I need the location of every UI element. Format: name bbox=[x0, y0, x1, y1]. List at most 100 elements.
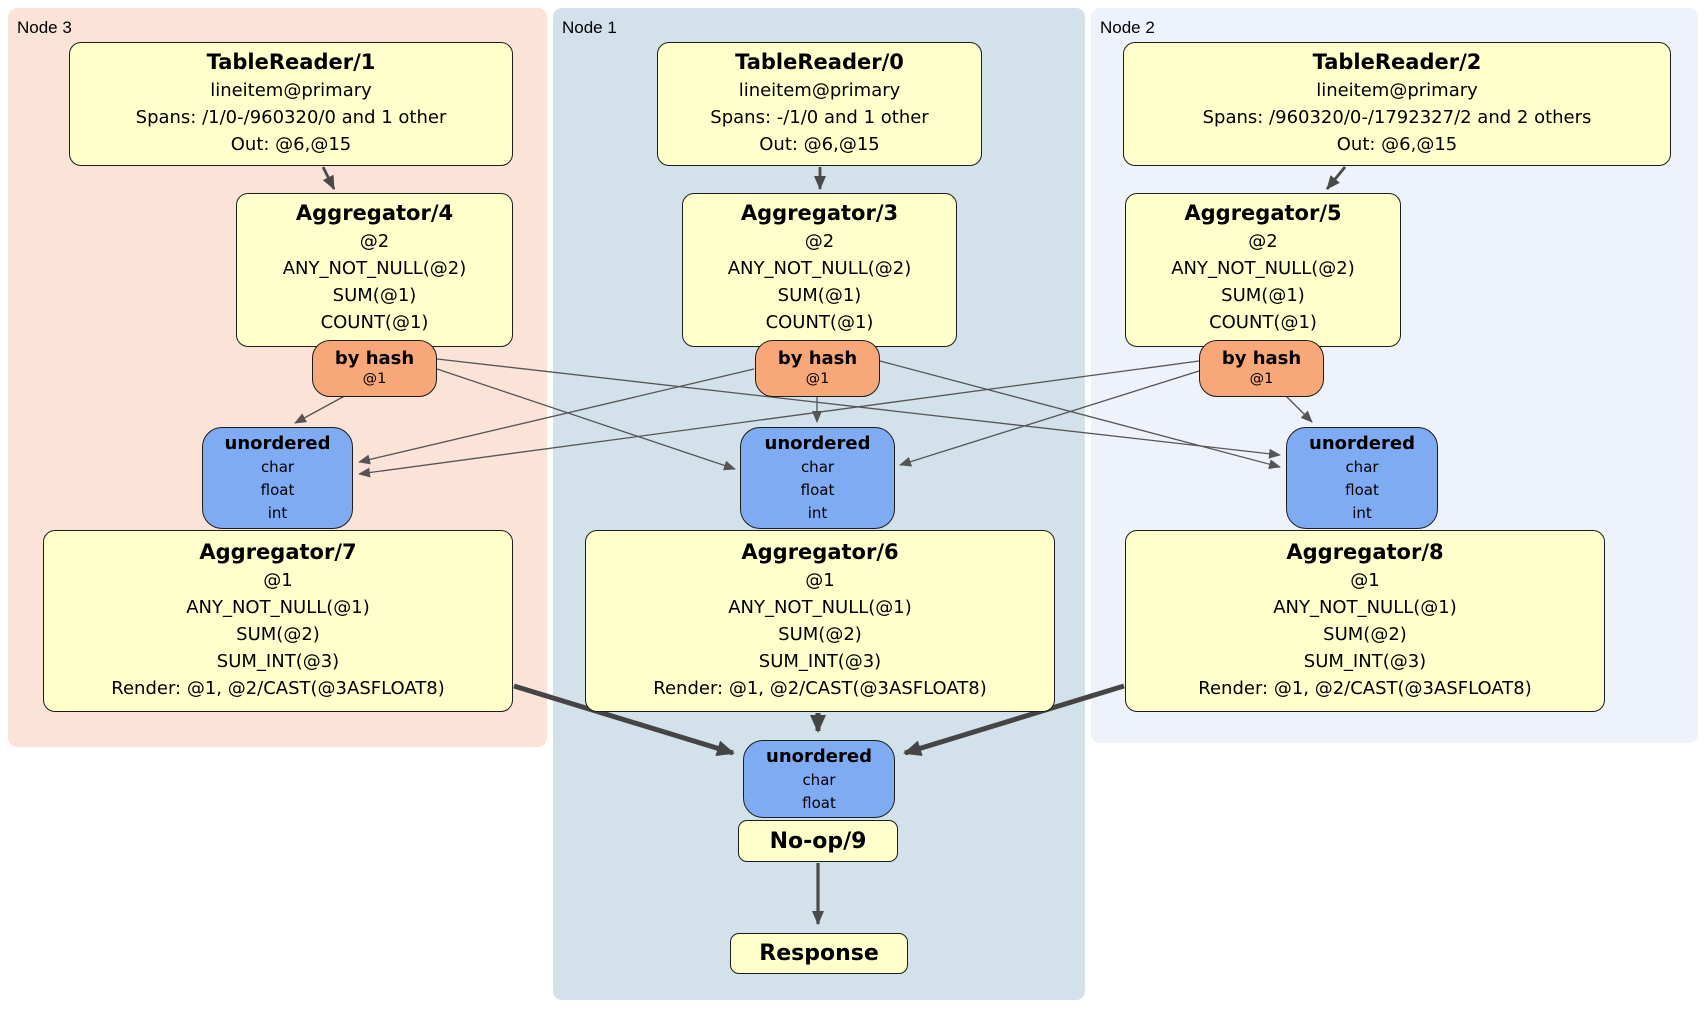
node-aggregator-6: Aggregator/6 @1 ANY_NOT_NULL(@1) SUM(@2)… bbox=[585, 530, 1055, 712]
sync-detail: char bbox=[800, 458, 835, 476]
edge-routerR-syncR bbox=[1285, 395, 1313, 423]
edge-agg7-syncF bbox=[513, 683, 735, 756]
node-detail: Spans: /1/0-/960320/0 and 1 other bbox=[135, 107, 447, 128]
node-detail: ANY_NOT_NULL(@2) bbox=[727, 258, 912, 279]
router-detail: @1 bbox=[362, 371, 387, 387]
sync-detail: char bbox=[260, 458, 295, 476]
node-aggregator-4: Aggregator/4 @2 ANY_NOT_NULL(@2) SUM(@1)… bbox=[236, 193, 513, 347]
router-by-hash-right: by hash @1 bbox=[1199, 340, 1324, 397]
sync-detail: float bbox=[800, 481, 835, 499]
node-detail: SUM(@2) bbox=[1323, 624, 1407, 645]
node-detail: ANY_NOT_NULL(@1) bbox=[728, 597, 912, 618]
node-detail: ANY_NOT_NULL(@2) bbox=[282, 258, 467, 279]
node-detail: COUNT(@1) bbox=[320, 312, 429, 333]
node-detail: ANY_NOT_NULL(@1) bbox=[1273, 597, 1457, 618]
node-detail: Render: @1, @2/CAST(@3ASFLOAT8) bbox=[111, 678, 445, 699]
node-detail: Out: @6,@15 bbox=[1336, 134, 1458, 155]
node-detail: lineitem@primary bbox=[210, 80, 372, 101]
sync-detail: int bbox=[1352, 504, 1372, 522]
router-by-hash-center: by hash @1 bbox=[755, 340, 880, 397]
node-tablereader-1: TableReader/1 lineitem@primary Spans: /1… bbox=[69, 42, 513, 166]
edge-tr2-agg5 bbox=[1325, 166, 1347, 190]
node-detail: @2 bbox=[1248, 231, 1278, 252]
node-detail: @2 bbox=[804, 231, 835, 252]
sync-detail: float bbox=[1345, 481, 1379, 499]
node-detail: @1 bbox=[263, 570, 293, 591]
node-detail: Out: @6,@15 bbox=[759, 134, 880, 155]
node-detail: SUM_INT(@3) bbox=[1303, 651, 1427, 672]
node-detail: Spans: -/1/0 and 1 other bbox=[710, 107, 929, 128]
node-aggregator-5: Aggregator/5 @2 ANY_NOT_NULL(@2) SUM(@1)… bbox=[1125, 193, 1401, 347]
node-detail: COUNT(@1) bbox=[765, 312, 874, 333]
node-title: No-op/9 bbox=[769, 828, 867, 854]
node-detail: Render: @1, @2/CAST(@3ASFLOAT8) bbox=[653, 678, 987, 699]
node-detail: lineitem@primary bbox=[1316, 80, 1478, 101]
panel-node2-label: Node 2 bbox=[1100, 18, 1155, 37]
node-detail: SUM(@2) bbox=[236, 624, 320, 645]
sync-title: unordered bbox=[224, 433, 331, 454]
sync-title: unordered bbox=[764, 433, 871, 454]
sync-unordered-center: unordered char float int bbox=[740, 427, 895, 529]
node-title: Aggregator/7 bbox=[199, 540, 357, 564]
node-tablereader-0: TableReader/0 lineitem@primary Spans: -/… bbox=[657, 42, 982, 166]
node-detail: SUM(@1) bbox=[1221, 285, 1305, 306]
sync-title: unordered bbox=[766, 746, 872, 767]
panel-node3-label: Node 3 bbox=[17, 18, 72, 37]
node-detail: Out: @6,@15 bbox=[230, 134, 352, 155]
node-detail: SUM(@1) bbox=[332, 285, 417, 306]
node-title: Response bbox=[759, 941, 879, 966]
edge-agg8-syncF bbox=[903, 683, 1125, 756]
sync-detail: char bbox=[1345, 458, 1379, 476]
node-detail: ANY_NOT_NULL(@1) bbox=[186, 597, 370, 618]
node-detail: @1 bbox=[1350, 570, 1380, 591]
node-detail: @1 bbox=[805, 570, 835, 591]
node-detail: @2 bbox=[359, 231, 390, 252]
node-title: Aggregator/6 bbox=[741, 540, 899, 564]
sync-unordered-right: unordered char float int bbox=[1286, 427, 1438, 529]
edge-routerR-syncC bbox=[899, 370, 1200, 467]
node-aggregator-3: Aggregator/3 @2 ANY_NOT_NULL(@2) SUM(@1)… bbox=[682, 193, 957, 347]
sync-detail: float bbox=[802, 794, 836, 812]
node-no-op-9: No-op/9 bbox=[738, 820, 898, 862]
edge-routerL-syncC bbox=[436, 368, 736, 471]
router-title: by hash bbox=[1221, 348, 1302, 369]
sync-detail: int bbox=[807, 504, 828, 522]
node-response: Response bbox=[730, 933, 908, 974]
sync-unordered-left: unordered char float int bbox=[202, 427, 353, 529]
sync-title: unordered bbox=[1309, 433, 1415, 454]
node-detail: Spans: /960320/0-/1792327/2 and 2 others bbox=[1202, 107, 1592, 128]
node-detail: ANY_NOT_NULL(@2) bbox=[1171, 258, 1355, 279]
node-detail: SUM_INT(@3) bbox=[216, 651, 340, 672]
node-detail: Render: @1, @2/CAST(@3ASFLOAT8) bbox=[1198, 678, 1532, 699]
router-title: by hash bbox=[777, 348, 858, 369]
sync-unordered-final: unordered char float bbox=[743, 740, 895, 818]
sync-detail: int bbox=[267, 504, 288, 522]
node-aggregator-8: Aggregator/8 @1 ANY_NOT_NULL(@1) SUM(@2)… bbox=[1125, 530, 1605, 712]
node-title: Aggregator/4 bbox=[295, 201, 454, 225]
node-detail: SUM(@2) bbox=[778, 624, 862, 645]
node-title: Aggregator/8 bbox=[1286, 540, 1444, 564]
router-title: by hash bbox=[334, 348, 415, 369]
node-title: TableReader/0 bbox=[735, 50, 904, 74]
node-title: Aggregator/3 bbox=[740, 201, 899, 225]
node-detail: lineitem@primary bbox=[738, 80, 901, 101]
edge-routerC-syncL bbox=[358, 368, 755, 465]
sync-detail: float bbox=[260, 481, 295, 499]
edge-routerC-syncR bbox=[879, 360, 1281, 470]
edge-routerL-syncL bbox=[294, 391, 353, 424]
router-detail: @1 bbox=[805, 371, 830, 387]
node-title: TableReader/1 bbox=[206, 50, 376, 74]
panel-node1-label: Node 1 bbox=[562, 18, 617, 37]
edge-tr1-agg4 bbox=[321, 166, 336, 190]
router-by-hash-left: by hash @1 bbox=[312, 340, 437, 397]
edge-routerR-syncL bbox=[358, 360, 1200, 478]
node-title: Aggregator/5 bbox=[1184, 201, 1342, 225]
node-detail: SUM(@1) bbox=[777, 285, 862, 306]
node-detail: COUNT(@1) bbox=[1209, 312, 1317, 333]
node-detail: SUM_INT(@3) bbox=[758, 651, 882, 672]
node-title: TableReader/2 bbox=[1312, 50, 1482, 74]
node-tablereader-2: TableReader/2 lineitem@primary Spans: /9… bbox=[1123, 42, 1671, 166]
node-aggregator-7: Aggregator/7 @1 ANY_NOT_NULL(@1) SUM(@2)… bbox=[43, 530, 513, 712]
